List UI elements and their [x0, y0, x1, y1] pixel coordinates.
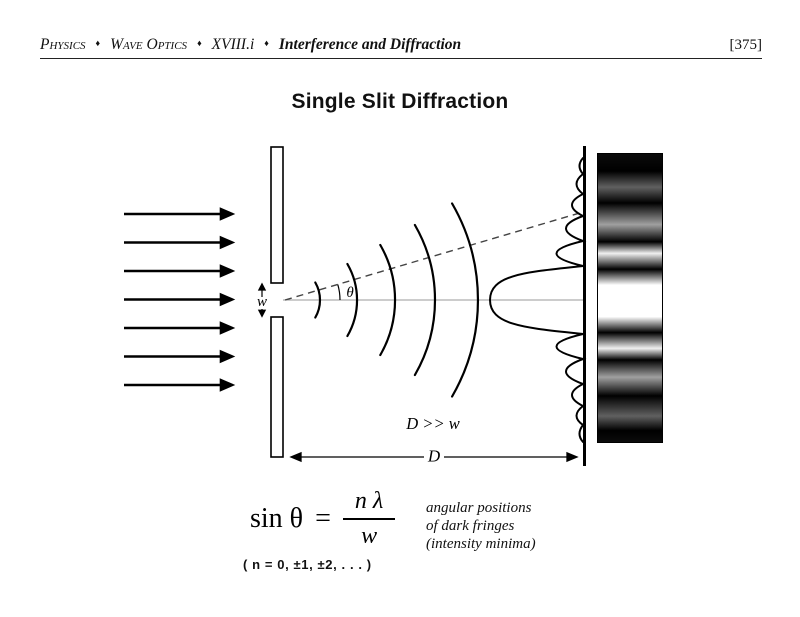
header-course: Physics	[40, 36, 86, 53]
annotation-line: (intensity minima)	[426, 536, 536, 552]
header-rule	[40, 58, 762, 59]
wavefront-arcs	[314, 202, 480, 398]
diamond-separator-icon: ♦	[197, 38, 202, 48]
running-header: Physics ♦ Wave Optics ♦ XVIII.i ♦ Interf…	[40, 36, 762, 54]
diamond-separator-icon: ♦	[264, 38, 269, 48]
angle-arc	[337, 284, 341, 301]
wavefront-arc	[451, 202, 480, 398]
wavefront-arc	[379, 243, 397, 357]
formula-denominator: w	[361, 523, 378, 549]
screen-distance-arrow	[289, 451, 579, 463]
intensity-curve	[488, 157, 587, 443]
plane-wave-arrow	[124, 264, 236, 278]
plane-wave-arrow	[124, 378, 236, 392]
page-number: [375]	[729, 37, 763, 53]
wavefront-arc	[346, 262, 359, 338]
plane-wave-arrow	[124, 207, 236, 221]
formula-numerator: n λ	[342, 488, 396, 520]
header-unit: Wave Optics	[110, 36, 188, 53]
dark-fringe-formula: sin θ = n λ w	[250, 488, 396, 550]
plane-wave-arrow	[124, 349, 236, 364]
formula-annotation: angular positions of dark fringes (inten…	[426, 499, 536, 553]
plane-wave-arrow	[124, 292, 236, 307]
annotation-line: of dark fringes	[426, 518, 515, 534]
wavefront-arc	[413, 223, 437, 377]
diffraction-angle-ray-dashed	[284, 211, 584, 301]
plane-wave-arrow	[124, 321, 236, 335]
diamond-separator-icon: ♦	[95, 38, 101, 48]
slit-barrier-top	[270, 146, 284, 284]
plane-wave-arrow	[124, 235, 236, 250]
page-title: Single Slit Diffraction	[291, 90, 509, 113]
slit-width-indicator	[257, 282, 267, 318]
formula-n-values: ( n = 0, ±1, ±2, . . . )	[243, 557, 372, 572]
formula-lhs: sin θ	[250, 503, 304, 534]
wavefront-arc	[314, 281, 322, 319]
angle-label: θ	[346, 285, 354, 301]
slit-barrier-bottom	[270, 316, 284, 458]
formula-fraction: n λ w	[342, 488, 396, 550]
screen-distance-label: D	[427, 447, 441, 466]
diffraction-pattern-image	[597, 153, 663, 443]
header-section: XVIII.i	[211, 36, 255, 53]
incoming-plane-wave-arrows	[124, 207, 236, 392]
slit-width-label: w	[257, 294, 267, 310]
formula-equals: =	[315, 503, 331, 534]
annotation-line: angular positions	[426, 500, 532, 516]
header-topic: Interference and Diffraction	[278, 36, 462, 53]
far-field-condition-label: D >> w	[405, 414, 459, 433]
